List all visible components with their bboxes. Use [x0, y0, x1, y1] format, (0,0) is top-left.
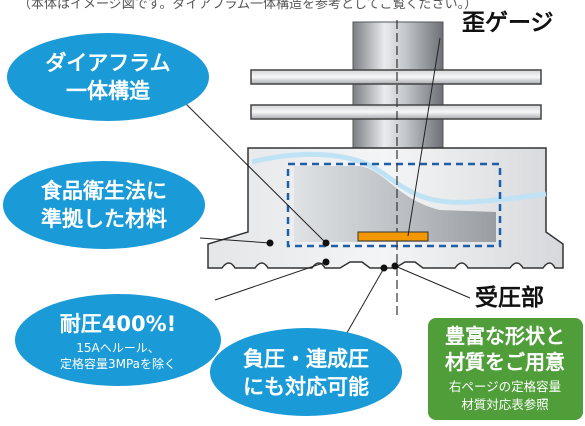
- bubble-pressure-sub1: 15Aヘルール、: [76, 341, 159, 355]
- green-box-sub2: 材質対応表参照: [461, 397, 549, 412]
- bubble-negative-pressure: [210, 328, 402, 416]
- strain-gauge: [357, 231, 429, 242]
- dot-diaphragm: [322, 239, 330, 247]
- green-info-box: [428, 318, 583, 420]
- leader-receiver: [394, 265, 471, 299]
- bubble-diaphragm-line1: ダイアフラム: [45, 51, 170, 75]
- bubble-pressure-resistance: [15, 294, 221, 386]
- green-box-title1: 豊富な形状と: [445, 324, 565, 348]
- leader-strain-gauge: [407, 37, 441, 237]
- bubble-diaphragm-line2: 一体構造: [66, 79, 151, 103]
- bubble-negative-line2: にも対応可能: [243, 375, 369, 399]
- leader-pressure-resistance: [214, 261, 327, 301]
- bubble-food-line1: 食品衛生法に: [41, 179, 167, 203]
- leader-food: [199, 237, 271, 244]
- leader-diaphragm: [179, 97, 327, 244]
- bubble-pressure-title: 耐圧400%!: [60, 312, 176, 336]
- flow-line: [251, 151, 547, 205]
- sensor-ring-lower: [250, 104, 542, 120]
- green-box-sub1: 右ページの定格容量: [449, 379, 561, 394]
- sensor-shaft: [352, 21, 444, 153]
- bubble-negative-line1: 負圧・連成圧: [243, 347, 369, 371]
- bubble-food-line2: 準拠した材料: [41, 207, 167, 231]
- dot-pressure: [322, 258, 330, 266]
- bubble-diaphragm: [7, 33, 209, 121]
- dot-receiver: [391, 262, 399, 270]
- bubble-food-sanitation: [3, 161, 205, 249]
- diaphragm-cavity: [294, 166, 496, 242]
- label-strain-gauge: 歪ゲージ: [462, 10, 554, 36]
- dot-food: [266, 239, 274, 247]
- sensor-ring-upper: [250, 69, 542, 85]
- green-box-title2: 材質をご用意: [445, 350, 565, 374]
- bubble-pressure-sub2: 定格容量3MPaを除く: [60, 356, 176, 371]
- dot-negative: [380, 264, 388, 272]
- leader-negative-pressure: [339, 267, 385, 346]
- label-pressure-receiver: 受圧部: [475, 284, 544, 311]
- top-note: （本体はイメージ図です。ダイアフラム一体構造を参考としてご覧ください。）: [18, 0, 478, 12]
